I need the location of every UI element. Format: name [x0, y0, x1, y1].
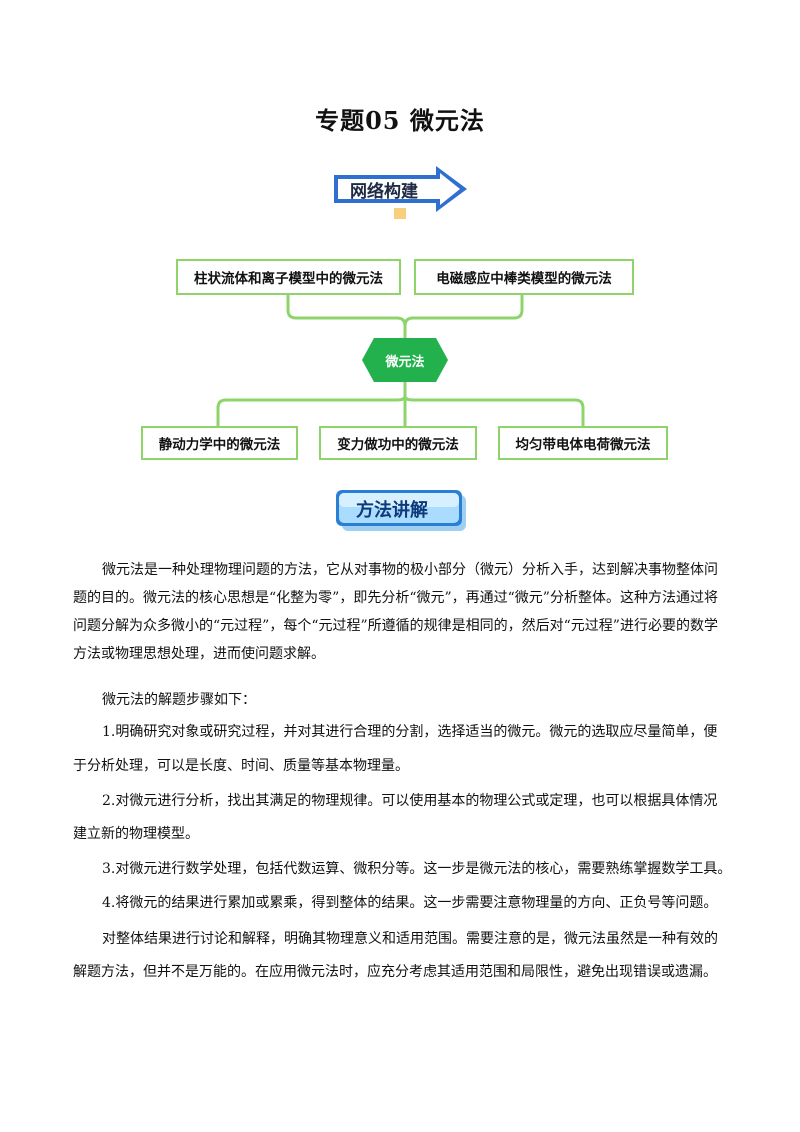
network-banner-label: 网络构建	[350, 182, 418, 202]
node-statics-dynamics: 静动力学中的微元法	[141, 426, 298, 460]
steps-heading: 微元法的解题步骤如下：	[102, 692, 256, 708]
step-2-rest: 建立新的物理模型。	[73, 826, 199, 842]
node-electromagnetic-rod-model: 电磁感应中棒类模型的微元法	[414, 259, 634, 295]
intro-paragraph-rest: 题的目的。微元法的核心思想是“化整为零”，即先分析“微元”，再通过“微元”分析整…	[73, 590, 718, 662]
method-banner: 方法讲解	[334, 489, 469, 533]
step-4: 4.将微元的结果进行累加或累乘，得到整体的结果。这一步需要注意物理量的方向、正负…	[102, 895, 718, 911]
mind-map-connectors	[216, 292, 585, 428]
network-banner: 网络构建	[330, 163, 470, 223]
node-fluid-ion-model: 柱状流体和离子模型中的微元法	[176, 259, 401, 295]
step-3: 3.对微元进行数学处理，包括代数运算、微积分等。这一步是微元法的核心，需要熟练掌…	[102, 861, 732, 877]
closing-paragraph-line1: 对整体结果进行讨论和解释，明确其物理意义和适用范围。需要注意的是，微元法虽然是一…	[102, 931, 718, 947]
step-2-line1: 2.对微元进行分析，找出其满足的物理规律。可以使用基本的物理公式或定理，也可以根…	[102, 793, 718, 809]
center-node: 微元法	[362, 338, 448, 382]
center-hexagon	[362, 338, 448, 382]
step-1-line1: 1.明确研究对象或研究过程，并对其进行合理的分割，选择适当的微元。微元的选取应尽…	[102, 724, 718, 740]
method-banner-label: 方法讲解	[356, 500, 428, 521]
method-banner-shape	[336, 490, 466, 531]
page-title: 专题05 微元法	[315, 106, 485, 135]
intro-paragraph-line1: 微元法是一种处理物理问题的方法，它从对事物的极小部分（微元）分析入手，达到解决事…	[102, 562, 718, 578]
banner-arrow-shape	[334, 165, 467, 219]
node-charged-body: 均匀带电体电荷微元法	[498, 426, 668, 460]
closing-paragraph-rest: 解题方法，但并不是万能的。在应用微元法时，应充分考虑其适用范围和局限性，避免出现…	[73, 964, 717, 980]
mind-map: 柱状流体和离子模型中的微元法 电磁感应中棒类模型的微元法 微元法 静动力学中的微…	[0, 0, 800, 470]
step-1-rest: 于分析处理，可以是长度、时间、质量等基本物理量。	[73, 758, 409, 774]
node-variable-force-work: 变力做功中的微元法	[319, 426, 477, 460]
center-node-label: 微元法	[385, 354, 425, 370]
